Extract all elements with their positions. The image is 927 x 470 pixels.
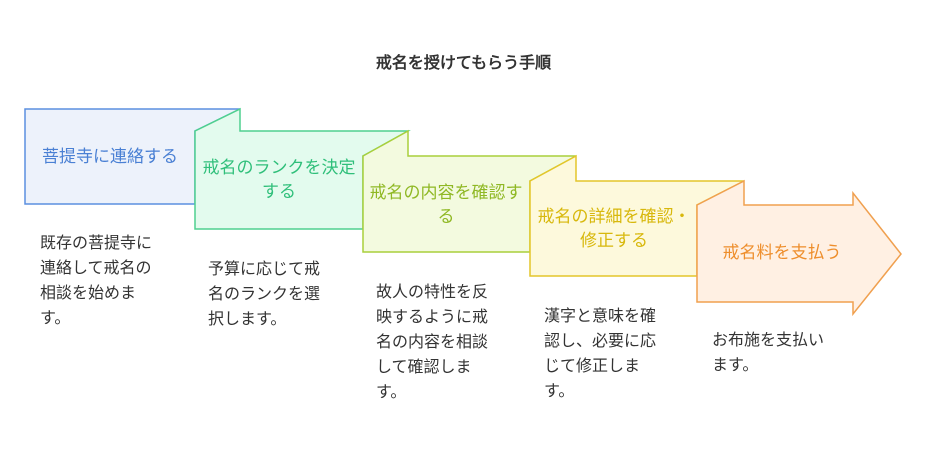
step-5-arrow-shape	[696, 179, 902, 317]
step-5-label: 戒名料を支払う	[722, 243, 842, 263]
step-5-description: お布施を支払い ます。	[712, 330, 825, 374]
step-2-label: 戒名のランクを決定する	[202, 158, 356, 202]
step-2-description: 予算に応じて戒 名のランクを選 択します。	[208, 259, 321, 328]
page-title: 戒名を授けてもらう手順	[375, 53, 552, 72]
step-4-description: 漢字と意味を確 認し、必要に応 じて修正しま す。	[544, 306, 657, 400]
step-3-description: 故人の特性を反 映するように戒 名の内容を相談 して確認しま す。	[376, 282, 489, 401]
step-4-label: 戒名の詳細を確認・修正する	[537, 207, 691, 251]
step-1-label: 菩提寺に連絡する	[42, 147, 178, 167]
step-1-description: 既存の菩提寺に 連絡して戒名の 相談を始めま す。	[40, 233, 153, 327]
step-3-label: 戒名の内容を確認する	[369, 183, 523, 227]
